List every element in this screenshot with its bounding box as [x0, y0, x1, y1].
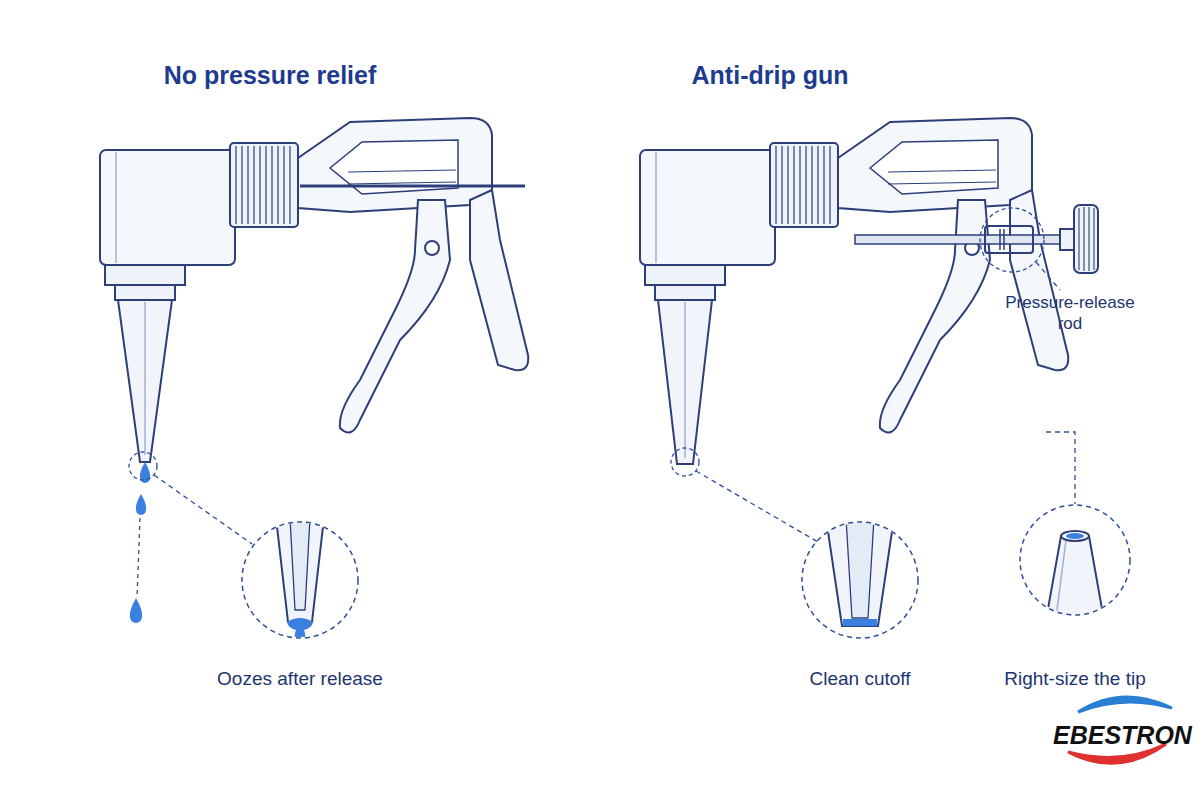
- zoom-detail: [276, 518, 324, 644]
- callout-circle: Clean cutoff: [745, 522, 975, 698]
- panel-heading: No pressure relief: [90, 60, 450, 91]
- tip-rim: [1061, 531, 1089, 541]
- gun-left: [100, 118, 528, 433]
- part-name: Pressure-release rod: [995, 292, 1145, 335]
- callout-outline: [960, 505, 1190, 619]
- detail-marker: [129, 452, 157, 480]
- drip: [130, 598, 142, 623]
- nozzle-cone: [658, 300, 712, 464]
- knob-stem: [1060, 229, 1074, 250]
- gun-right: [640, 118, 1068, 433]
- plunger-rod: [300, 185, 525, 188]
- callout-caption: Oozes after release: [185, 668, 415, 690]
- logo-swoosh: [1078, 697, 1172, 712]
- bracket-clip: [1000, 229, 1004, 250]
- nozzle-highlight: [144, 302, 146, 455]
- tip-highlight: [1056, 540, 1066, 618]
- ooze: [287, 618, 313, 644]
- drip-path: [137, 518, 140, 598]
- panel-heading: Anti-drip gun: [590, 60, 950, 91]
- callout-circle-outline: [242, 522, 358, 638]
- callout-caption: Right-size the tip: [960, 668, 1190, 690]
- drip: [136, 494, 146, 515]
- nozzle-wall: [276, 518, 324, 622]
- brand-logo: EBESTRON: [1053, 720, 1183, 751]
- callout-circle: Oozes after release: [185, 522, 415, 698]
- nozzle-bore: [846, 518, 874, 618]
- callout-circle: Right-size the tip: [960, 505, 1190, 698]
- nozzle-cone: [118, 300, 172, 462]
- tip-opening: [1066, 533, 1084, 539]
- callout-outline: [185, 522, 415, 642]
- knob-knurl: [1079, 207, 1094, 271]
- leader-line: [154, 475, 252, 544]
- zoom-detail: [1046, 531, 1104, 620]
- nozzle-wall: [826, 518, 894, 626]
- callout-circle-outline: [1020, 505, 1130, 615]
- callout-outline: [745, 522, 975, 642]
- nozzle-highlight: [684, 302, 686, 458]
- release-knob: [1074, 205, 1098, 273]
- callout-circle-outline: [802, 522, 918, 638]
- nozzle-tip: [1046, 536, 1104, 620]
- detail-marker: [671, 448, 699, 476]
- nozzle-base: [105, 265, 185, 285]
- pressure-release-rod: [855, 235, 1063, 244]
- nozzle-collar: [115, 285, 175, 300]
- detail-marker: [980, 208, 1044, 272]
- nozzle-collar: [655, 285, 715, 300]
- nozzle-base: [645, 265, 725, 285]
- rod-bracket: [985, 226, 1033, 253]
- callout-caption: Clean cutoff: [745, 668, 975, 690]
- zoom-detail: [826, 518, 894, 626]
- clean-cut-face: [843, 619, 877, 626]
- nozzle-bore: [290, 518, 310, 610]
- leader-line: [1046, 432, 1075, 504]
- leader-line: [1036, 262, 1060, 290]
- leader-line: [696, 471, 818, 542]
